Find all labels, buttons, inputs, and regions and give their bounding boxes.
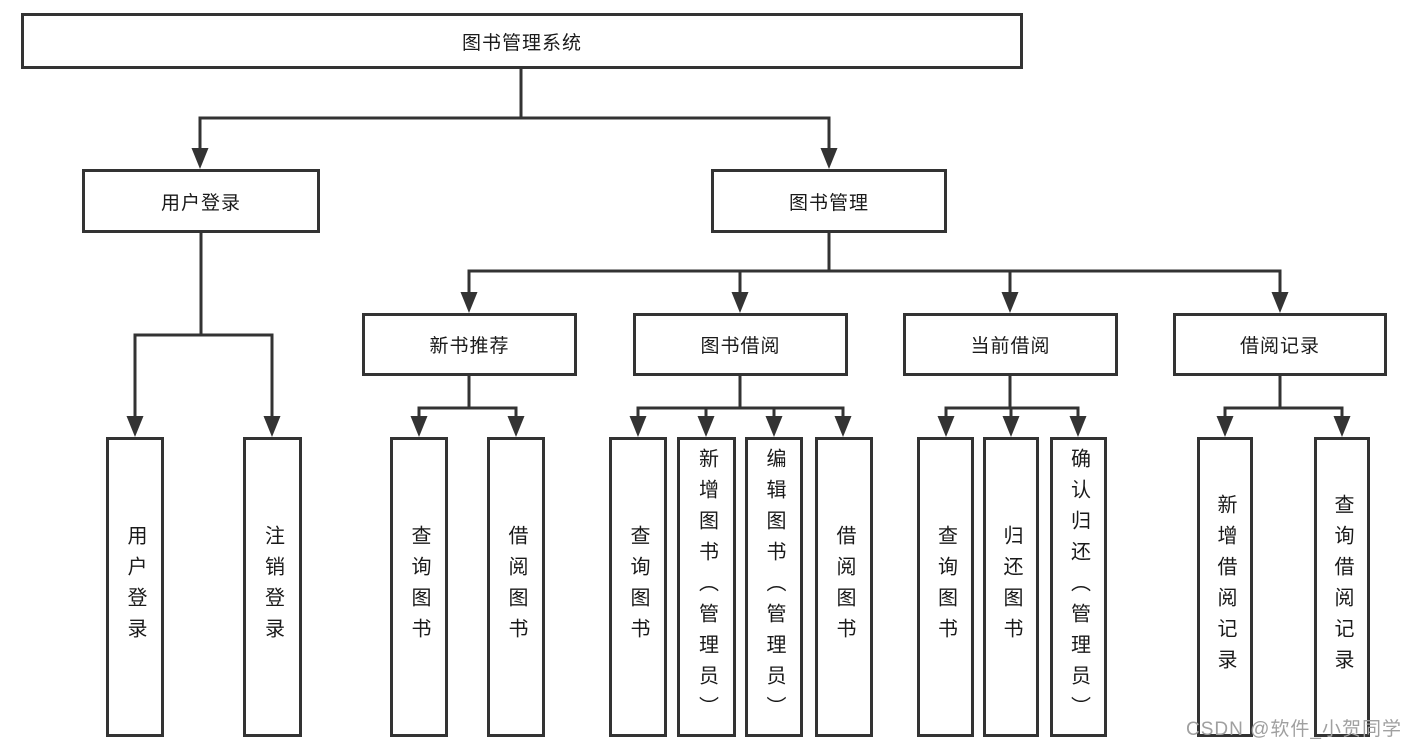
- leaf-user-login: 用户登录: [106, 437, 164, 737]
- arrow-down-icon: [820, 148, 838, 169]
- leaf-query-borrow-record-label: 查询借阅记录: [1331, 494, 1353, 680]
- leaf-query-borrow-record: 查询借阅记录: [1314, 437, 1370, 737]
- leaf-logout-label: 注销登录: [261, 525, 284, 649]
- leaf-return-books: 归还图书: [983, 437, 1039, 737]
- leaf-add-borrow-record-label: 新增借阅记录: [1214, 494, 1236, 680]
- arrow-down-icon: [937, 416, 955, 437]
- arrow-down-icon: [460, 292, 478, 313]
- node-book-management-label: 图书管理: [788, 192, 869, 214]
- arrow-down-icon: [126, 416, 144, 437]
- arrow-down-icon: [697, 416, 715, 437]
- arrow-down-icon: [629, 416, 647, 437]
- node-book-management: 图书管理: [711, 169, 947, 233]
- node-root-label: 图书管理系统: [461, 32, 582, 54]
- leaf-borrow-books: 借阅图书: [815, 437, 873, 737]
- node-book-borrow: 图书借阅: [633, 313, 848, 376]
- arrow-down-icon: [191, 148, 209, 169]
- leaf-user-login-label: 用户登录: [124, 525, 146, 649]
- leaf-add-borrow-record: 新增借阅记录: [1197, 437, 1253, 737]
- node-current-borrow-label: 当前借阅: [970, 336, 1051, 357]
- leaf-query-books-current: 查询图书: [917, 437, 974, 737]
- node-user-login: 用户登录: [82, 169, 320, 233]
- leaf-confirm-return-admin-label: 确认归还（管理员）: [1067, 447, 1090, 727]
- leaf-edit-books-admin: 编辑图书（管理员）: [745, 437, 803, 737]
- leaf-query-books-current-label: 查询图书: [934, 525, 957, 649]
- leaf-add-books-admin: 新增图书（管理员）: [677, 437, 736, 737]
- csdn-watermark: CSDN @软件_小贺同学: [1186, 719, 1402, 740]
- arrow-down-icon: [834, 416, 852, 437]
- arrow-down-icon: [1271, 292, 1289, 313]
- node-user-login-label: 用户登录: [160, 192, 241, 214]
- leaf-borrow-books-label: 借阅图书: [833, 525, 855, 649]
- arrow-down-icon: [1333, 416, 1351, 437]
- node-new-book-recommend-label: 新书推荐: [429, 336, 510, 357]
- arrow-down-icon: [410, 416, 428, 437]
- arrow-down-icon: [507, 416, 525, 437]
- node-borrow-records-label: 借阅记录: [1239, 336, 1320, 357]
- arrow-down-icon: [1001, 292, 1019, 313]
- leaf-borrow-books-recommend: 借阅图书: [487, 437, 545, 737]
- leaf-query-books-borrow-label: 查询图书: [627, 525, 649, 649]
- leaf-logout: 注销登录: [243, 437, 302, 737]
- leaf-query-books-recommend-label: 查询图书: [408, 525, 430, 649]
- leaf-confirm-return-admin: 确认归还（管理员）: [1050, 437, 1107, 737]
- node-root: 图书管理系统: [21, 13, 1023, 69]
- leaf-query-books-borrow: 查询图书: [609, 437, 667, 737]
- leaf-edit-books-admin-label: 编辑图书（管理员）: [763, 447, 785, 727]
- node-borrow-records: 借阅记录: [1173, 313, 1387, 376]
- leaf-borrow-books-recommend-label: 借阅图书: [505, 525, 527, 649]
- leaf-add-books-admin-label: 新增图书（管理员）: [695, 447, 718, 727]
- arrow-down-icon: [263, 416, 281, 437]
- node-new-book-recommend: 新书推荐: [362, 313, 577, 376]
- node-current-borrow: 当前借阅: [903, 313, 1118, 376]
- arrow-down-icon: [1002, 416, 1020, 437]
- arrow-down-icon: [1216, 416, 1234, 437]
- node-book-borrow-label: 图书借阅: [700, 336, 781, 357]
- arrow-down-icon: [731, 292, 749, 313]
- arrow-down-icon: [1069, 416, 1087, 437]
- leaf-query-books-recommend: 查询图书: [390, 437, 448, 737]
- arrow-down-icon: [765, 416, 783, 437]
- leaf-return-books-label: 归还图书: [1000, 525, 1022, 649]
